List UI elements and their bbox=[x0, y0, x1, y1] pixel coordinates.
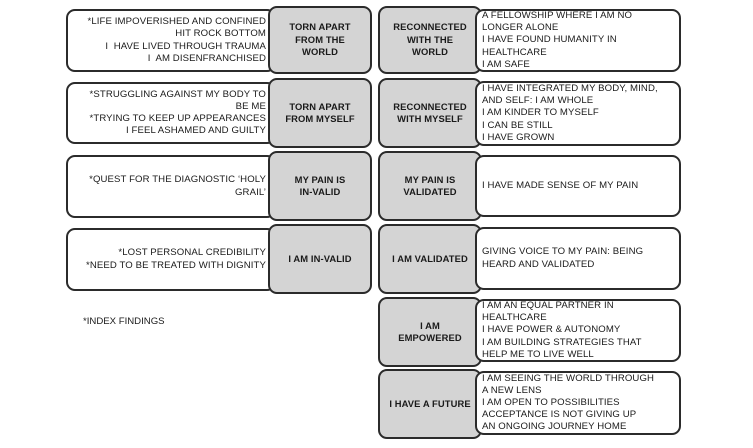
desc-line: I FEEL ASHAMED AND GUILTY bbox=[125, 125, 266, 137]
stage-label: I AM VALIDATED bbox=[392, 252, 468, 264]
stage-label: RECONNECTED WITH THE WORLD bbox=[393, 21, 467, 58]
desc-line: I HAVE POWER & AUTONOMY bbox=[482, 324, 621, 336]
left-description-box-4: *LOST PERSONAL CREDIBILITY *NEED TO BE T… bbox=[66, 228, 276, 291]
right-description-box-4: GIVING VOICE TO MY PAIN: BEING HEARD AND… bbox=[475, 227, 681, 290]
stage-torn-apart-from-world: TORN APART FROM THE WORLD bbox=[268, 6, 372, 74]
desc-line: I HAVE FOUND HUMANITY IN HEALTHCARE bbox=[482, 34, 620, 58]
stage-i-am-invalid: I AM IN-VALID bbox=[268, 224, 372, 294]
desc-line: ACCEPTANCE IS NOT GIVING UP bbox=[482, 409, 637, 421]
stage-label: I HAVE A FUTURE bbox=[389, 397, 471, 409]
desc-line: *QUEST FOR THE DIAGNOSTIC ‘HOLY GRAIL’ bbox=[89, 174, 266, 198]
desc-line: I HAVE LIVED THROUGH TRAUMA bbox=[105, 40, 266, 52]
stage-label: I AM IN-VALID bbox=[288, 252, 352, 264]
right-description-box-1: A FELLOWSHIP WHERE I AM NO LONGER ALONE … bbox=[475, 9, 681, 72]
desc-line: I HAVE GROWN bbox=[482, 131, 555, 143]
left-description-box-1: *LIFE IMPOVERISHED AND CONFINED HIT ROCK… bbox=[66, 9, 276, 72]
stage-my-pain-is-invalid: MY PAIN IS IN-VALID bbox=[268, 151, 372, 221]
right-description-box-3: I HAVE MADE SENSE OF MY PAIN bbox=[475, 155, 681, 217]
right-description-box-6: I AM SEEING THE WORLD THROUGH A NEW LENS… bbox=[475, 371, 681, 435]
desc-line: I AM SEEING THE WORLD THROUGH A NEW LENS bbox=[482, 372, 657, 396]
desc-line: GIVING VOICE TO MY PAIN: BEING HEARD AND… bbox=[482, 246, 646, 270]
stage-my-pain-is-validated: MY PAIN IS VALIDATED bbox=[378, 151, 482, 221]
desc-line: *TRYING TO KEEP UP APPEARANCES bbox=[89, 113, 266, 124]
desc-line: *NEED TO BE TREATED WITH DIGNITY bbox=[86, 259, 266, 271]
desc-line: I HAVE INTEGRATED MY BODY, MIND, AND SEL… bbox=[482, 83, 660, 107]
desc-line: HIT ROCK BOTTOM bbox=[175, 28, 266, 40]
stage-i-am-validated: I AM VALIDATED bbox=[378, 224, 482, 294]
desc-line: I AM OPEN TO POSSIBILITIES bbox=[482, 396, 620, 408]
stage-label: MY PAIN IS IN-VALID bbox=[294, 173, 346, 197]
desc-line: I AM BUILDING STRATEGIES THAT HELP ME TO… bbox=[482, 336, 645, 360]
desc-line: I HAVE MADE SENSE OF MY PAIN bbox=[482, 179, 639, 191]
stage-reconnected-with-world: RECONNECTED WITH THE WORLD bbox=[378, 6, 482, 74]
desc-line: AN ONGOING JOURNEY HOME bbox=[482, 421, 627, 433]
desc-line: I AM KINDER TO MYSELF bbox=[482, 107, 599, 119]
desc-line: *LIFE IMPOVERISHED AND CONFINED bbox=[87, 16, 266, 28]
desc-line: A FELLOWSHIP WHERE I AM NO LONGER ALONE bbox=[482, 10, 635, 34]
desc-line: I CAN BE STILL bbox=[482, 119, 553, 131]
left-description-box-2: *STRUGGLING AGAINST MY BODY TO BE ME *TR… bbox=[66, 82, 276, 144]
desc-line: *LOST PERSONAL CREDIBILITY bbox=[118, 247, 266, 259]
desc-line: I AM SAFE bbox=[482, 58, 530, 70]
right-description-box-2: I HAVE INTEGRATED MY BODY, MIND, AND SEL… bbox=[475, 81, 681, 146]
desc-line: *STRUGGLING AGAINST MY BODY TO BE ME bbox=[89, 88, 266, 112]
stage-torn-apart-from-myself: TORN APART FROM MYSELF bbox=[268, 78, 372, 148]
stage-reconnected-with-myself: RECONNECTED WITH MYSELF bbox=[378, 78, 482, 148]
index-findings-footnote: *INDEX FINDINGS bbox=[83, 316, 165, 327]
stage-label: I AM EMPOWERED bbox=[398, 319, 462, 343]
stage-i-have-a-future: I HAVE A FUTURE bbox=[378, 369, 482, 439]
right-description-box-5: I AM AN EQUAL PARTNER IN HEALTHCARE I HA… bbox=[475, 299, 681, 362]
left-description-box-3: *QUEST FOR THE DIAGNOSTIC ‘HOLY GRAIL’ bbox=[66, 155, 276, 218]
stage-label: RECONNECTED WITH MYSELF bbox=[393, 100, 467, 124]
stage-label: MY PAIN IS VALIDATED bbox=[403, 173, 457, 197]
stage-i-am-empowered: I AM EMPOWERED bbox=[378, 297, 482, 367]
stage-label: TORN APART FROM MYSELF bbox=[285, 100, 355, 124]
stage-label: TORN APART FROM THE WORLD bbox=[289, 21, 351, 58]
desc-line: I AM DISENFRANCHISED bbox=[147, 52, 266, 64]
desc-line: I AM AN EQUAL PARTNER IN HEALTHCARE bbox=[482, 300, 617, 324]
